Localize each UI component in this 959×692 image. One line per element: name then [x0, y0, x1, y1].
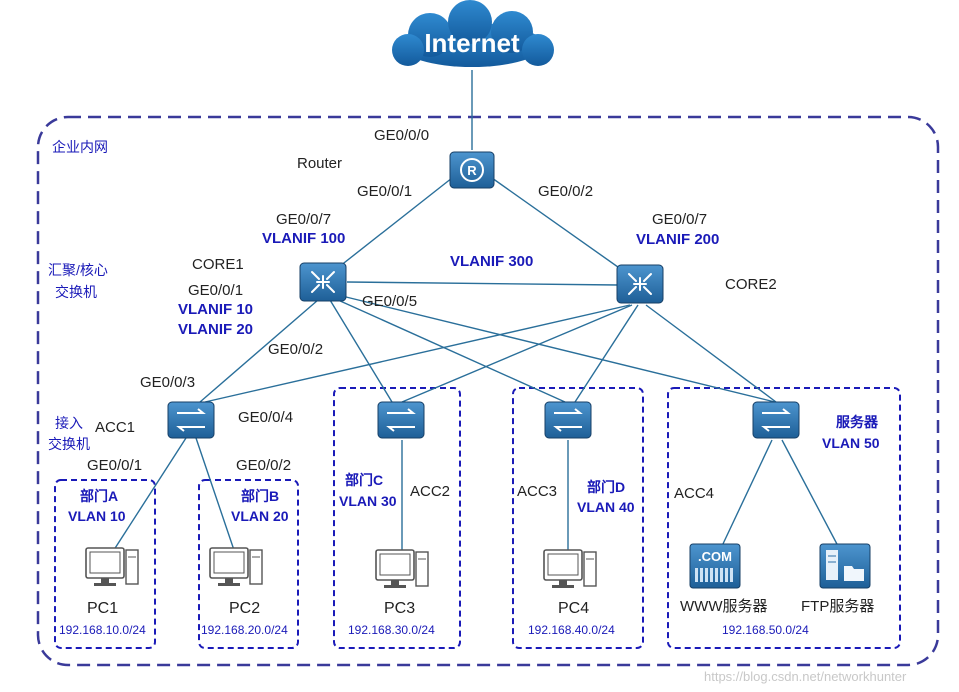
router-port-left: GE0/0/1	[357, 183, 413, 200]
pc2-icon	[209, 547, 263, 586]
acc3-name: ACC3	[517, 483, 558, 500]
dept-c-vlan: VLAN 30	[339, 493, 397, 509]
enterprise-zone-border	[36, 115, 940, 667]
core1-switch-icon	[299, 262, 347, 302]
internet-label: Internet	[424, 28, 520, 58]
router-port-right: GE0/0/2	[538, 183, 594, 200]
pc4-icon	[543, 549, 597, 588]
core1-port-router: GE0/0/7	[276, 211, 332, 228]
pc4-subnet: 192.168.40.0/24	[528, 623, 615, 637]
core2-vlanif-router: VLANIF 200	[636, 231, 720, 248]
router-name: Router	[297, 155, 343, 172]
pc3-icon	[375, 549, 429, 588]
pc1-icon	[85, 547, 139, 586]
server-group-vlan: VLAN 50	[822, 435, 880, 451]
zone-core-line1: 汇聚/核心	[48, 262, 108, 278]
core2-port-router: GE0/0/7	[652, 211, 708, 228]
acc2-switch-icon	[377, 401, 425, 439]
acc1-switch-icon	[167, 401, 215, 439]
router-icon: R	[449, 151, 495, 189]
acc1-port-up: GE0/0/3	[140, 374, 196, 391]
dept-a-vlan: VLAN 10	[68, 508, 126, 524]
zone-access-line1: 接入	[55, 415, 83, 431]
zone-enterprise: 企业内网	[52, 139, 108, 155]
dept-a-box	[54, 479, 156, 649]
pc1-name: PC1	[87, 600, 119, 617]
server-box	[667, 387, 901, 649]
acc1-port-a: GE0/0/1	[87, 457, 143, 474]
www-server-badge: .COM	[698, 549, 732, 564]
router-port-top: GE0/0/0	[374, 127, 430, 144]
core2-name: CORE2	[725, 276, 777, 293]
acc3-switch-icon	[544, 401, 592, 439]
links	[109, 70, 839, 557]
dept-b-vlan: VLAN 20	[231, 508, 289, 524]
pc2-name: PC2	[229, 600, 261, 617]
acc1-name: ACC1	[95, 419, 136, 436]
zone-access-line2: 交换机	[48, 436, 90, 452]
dept-d-name: 部门D	[587, 479, 626, 495]
acc1-port-up2: GE0/0/4	[238, 409, 294, 426]
acc1-port-b: GE0/0/2	[236, 457, 292, 474]
pc3-name: PC3	[384, 600, 416, 617]
ftp-server-name: FTP服务器	[801, 598, 875, 615]
server-group-name: 服务器	[836, 414, 878, 430]
core2-switch-icon	[616, 264, 664, 304]
watermark: https://blog.csdn.net/networkhunter	[704, 669, 907, 684]
core1-vlanif-router: VLANIF 100	[262, 230, 346, 247]
pc4-name: PC4	[558, 600, 590, 617]
dept-b-name: 部门B	[241, 488, 280, 504]
pc2-subnet: 192.168.20.0/24	[201, 623, 288, 637]
core1-port-2: GE0/0/2	[268, 341, 324, 358]
server-subnet: 192.168.50.0/24	[722, 623, 809, 637]
dept-c-name: 部门C	[345, 472, 384, 488]
svg-text:R: R	[467, 163, 477, 178]
dept-d-box	[512, 387, 644, 649]
pc3-subnet: 192.168.30.0/24	[348, 623, 435, 637]
dept-a-name: 部门A	[80, 488, 119, 504]
acc4-name: ACC4	[674, 485, 715, 502]
acc2-name: ACC2	[410, 483, 451, 500]
ftp-server-icon	[819, 543, 871, 589]
core1-port-5: GE0/0/5	[362, 293, 418, 310]
internet-cloud-icon	[392, 0, 554, 67]
core1-vlanif-a: VLANIF 10	[178, 301, 254, 318]
pc1-subnet: 192.168.10.0/24	[59, 623, 146, 637]
core1-port-down: GE0/0/1	[188, 282, 244, 299]
dept-d-vlan: VLAN 40	[577, 499, 635, 515]
interlink-vlanif: VLANIF 300	[450, 253, 534, 270]
acc4-switch-icon	[752, 401, 800, 439]
www-server-icon: .COM	[689, 543, 741, 589]
www-server-name: WWW服务器	[680, 598, 768, 615]
zone-core-line2: 交换机	[55, 284, 97, 300]
core1-vlanif-b: VLANIF 20	[178, 321, 254, 338]
core1-name: CORE1	[192, 256, 244, 273]
dept-b-box	[198, 479, 299, 649]
